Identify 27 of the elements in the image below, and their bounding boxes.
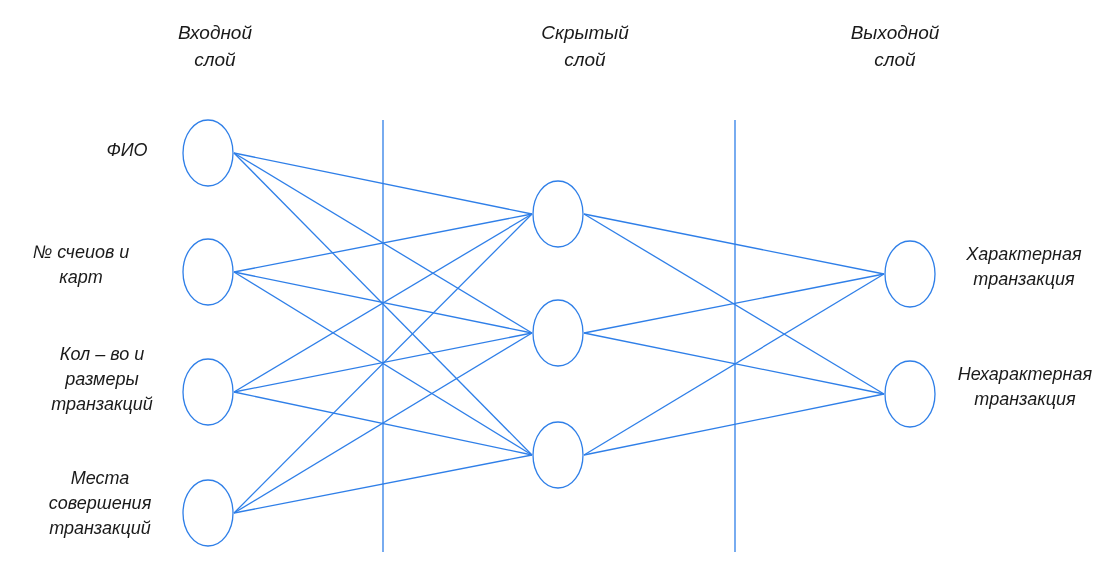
connection-line [583, 393, 885, 456]
connection-line [233, 454, 533, 514]
connection-line [233, 152, 533, 456]
connection-line [233, 152, 533, 334]
connection-line [233, 152, 533, 215]
connection-line [233, 332, 533, 393]
input-label: Места совершения транзакций [47, 467, 153, 541]
connection-line [583, 273, 885, 456]
layer-heading: Входной слой [177, 21, 253, 72]
connection-line [233, 213, 533, 273]
connection-line [233, 213, 533, 393]
connection-line [233, 332, 533, 514]
connection-line [233, 271, 533, 334]
connection-line [583, 213, 885, 275]
connection-line [583, 332, 885, 395]
connection-line [583, 273, 885, 334]
output-label: Характерная транзакция [965, 243, 1083, 292]
input-label: Кол – во и размеры транзакций [50, 343, 154, 417]
input-label: ФИО [105, 139, 149, 162]
input-label: № счеиов и карт [31, 241, 131, 290]
output-label: Нехарактерная транзакция [956, 363, 1094, 412]
layer-heading: Выходной слой [849, 21, 941, 72]
connection-line [233, 271, 533, 456]
connection-line [233, 213, 533, 514]
connection-line [233, 391, 533, 456]
layer-heading: Скрытый слой [540, 21, 630, 72]
connection-line [583, 213, 885, 395]
